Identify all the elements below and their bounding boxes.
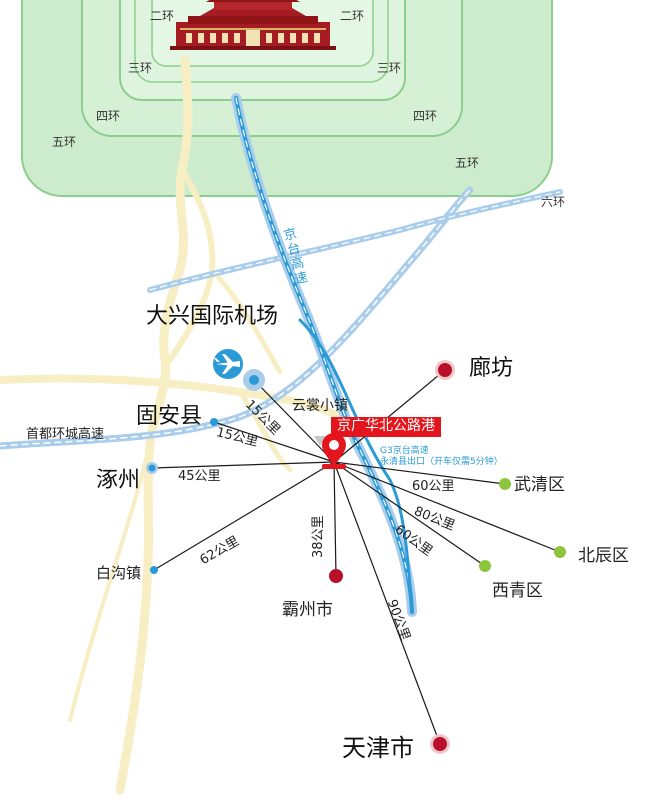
xiqing-label: 西青区: [492, 581, 543, 601]
ring-label-2-east: 二环: [340, 9, 365, 23]
hub-pin-icon: [322, 433, 346, 469]
langfang-label: 廊坊: [469, 356, 514, 381]
exit-line-2: 永清县出口（开车仅需5分钟）: [380, 457, 503, 468]
langfang-marker: [435, 360, 455, 380]
airplane-icon: [213, 349, 243, 379]
ring-label-6: 六环: [541, 195, 566, 209]
ring-label-5-east: 五环: [455, 156, 480, 170]
xiqing-marker: [479, 560, 491, 572]
wuqing-label: 武清区: [514, 475, 565, 495]
bazhou-marker: [329, 569, 343, 583]
highways: [0, 93, 563, 617]
yunshang-label: 云裳小镇: [292, 398, 348, 414]
wuqing-marker: [499, 478, 511, 490]
ring-label-4-west: 四环: [96, 109, 121, 123]
ring-label-3-west: 三环: [128, 61, 153, 75]
zhuozhou-marker: [146, 462, 158, 474]
ring-label-2-west: 二环: [150, 9, 175, 23]
ring-label-3-east: 三环: [377, 61, 402, 75]
tianjin-marker: [430, 734, 450, 754]
distance-wuqing: 60公里: [412, 479, 455, 494]
yunshang-marker: [314, 436, 326, 446]
distance-zhuozhou: 45公里: [178, 469, 221, 484]
ring-label-5-west: 五环: [52, 135, 77, 149]
beichen-marker: [554, 546, 566, 558]
baigou-marker: [150, 566, 158, 574]
capital-ring-highway-label: 首都环城高速: [26, 427, 105, 442]
guan-label: 固安县: [136, 404, 203, 429]
beichen-label: 北辰区: [578, 546, 629, 566]
exit-line-1: G3京台高速: [380, 446, 429, 456]
tiananmen-icon: [170, 0, 336, 50]
baigou-label: 白沟镇: [96, 564, 142, 582]
local-roads: [0, 55, 349, 795]
zhuozhou-label: 涿州: [96, 468, 141, 493]
city-markers: [146, 360, 566, 754]
bazhou-label: 霸州市: [282, 600, 333, 620]
guan-marker: [210, 418, 218, 426]
airport-label: 大兴国际机场: [146, 304, 279, 329]
distance-lines: [151, 369, 561, 745]
distance-bazhou: 38公里: [311, 515, 326, 558]
hub-name-badge: 京广华北公路港: [331, 417, 441, 438]
highway-exit-note: G3京台高速 永清县出口（开车仅需5分钟）: [380, 446, 503, 469]
airport-marker: [243, 369, 265, 391]
tianjin-label: 天津市: [342, 734, 414, 762]
ring-label-4-east: 四环: [413, 109, 438, 123]
